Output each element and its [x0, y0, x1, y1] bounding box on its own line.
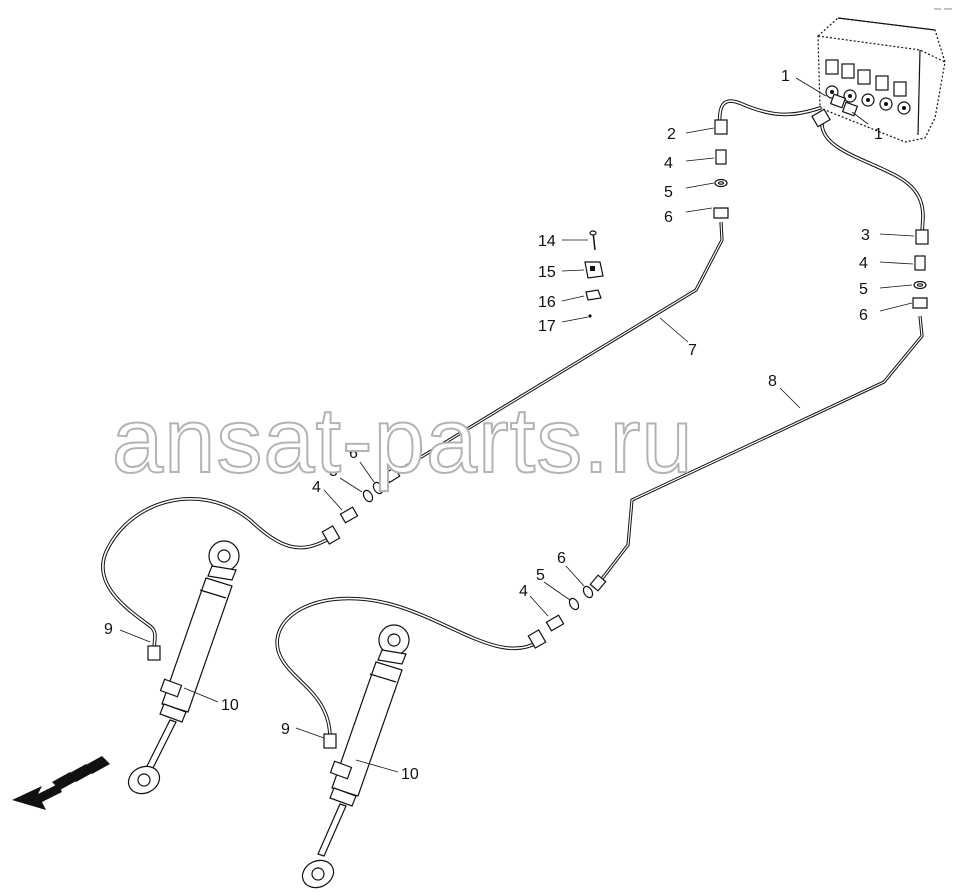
hose-9-left	[101, 497, 341, 661]
callout-16: 16	[538, 294, 556, 311]
callout-1b: 1	[874, 126, 883, 143]
callout-1a: 1	[781, 68, 790, 85]
callout-15: 15	[538, 264, 556, 281]
control-valve-block	[817, 17, 946, 143]
hose-3	[811, 108, 929, 245]
forward-direction-arrow-icon	[12, 756, 110, 810]
callout-4-upper-right: 4	[859, 255, 868, 272]
callout-2: 2	[667, 126, 676, 143]
cylinder-10-left	[127, 540, 240, 795]
callout-17: 17	[538, 318, 556, 335]
callout-3: 3	[861, 227, 870, 244]
hose-2	[714, 99, 822, 135]
callout-14: 14	[538, 233, 556, 250]
callout-7: 7	[688, 342, 697, 359]
callout-4-lower-right: 4	[519, 583, 528, 600]
pipe-8	[589, 315, 924, 592]
callout-labels: 1 1 2 4 5 6 3 4 5 6 14 15 16 17 7 8 6 5 …	[104, 68, 883, 783]
fitting-stack-left	[713, 149, 729, 219]
callout-9-left: 9	[104, 621, 113, 638]
callout-10-left: 10	[221, 697, 239, 714]
callout-8: 8	[768, 373, 777, 390]
hardware-14-17	[584, 230, 604, 318]
fitting-stack-right	[912, 255, 928, 309]
callout-5-lower-left: 5	[329, 463, 338, 480]
fitting-stack-lower-left	[339, 481, 384, 524]
watermark: ansat-parts.ru	[112, 390, 694, 492]
callout-6-upper-left: 6	[664, 209, 673, 226]
callout-5-lower-right: 5	[536, 567, 545, 584]
hose-9-right	[275, 596, 547, 749]
callout-4-lower-left: 4	[312, 479, 321, 496]
callout-6-lower-right: 6	[557, 550, 566, 567]
callout-5-upper-right: 5	[859, 281, 868, 298]
cylinder-10-right	[301, 624, 410, 889]
callout-4-upper-left: 4	[664, 155, 673, 172]
pipe-7	[383, 221, 724, 484]
callout-6-lower-left: 6	[349, 445, 358, 462]
callout-5-upper-left: 5	[664, 184, 673, 201]
leader-lines	[119, 77, 915, 773]
callout-9-right: 9	[281, 721, 290, 738]
fitting-stack-lower-right	[545, 585, 594, 632]
callout-10-right: 10	[401, 766, 419, 783]
callout-6-upper-right: 6	[859, 307, 868, 324]
